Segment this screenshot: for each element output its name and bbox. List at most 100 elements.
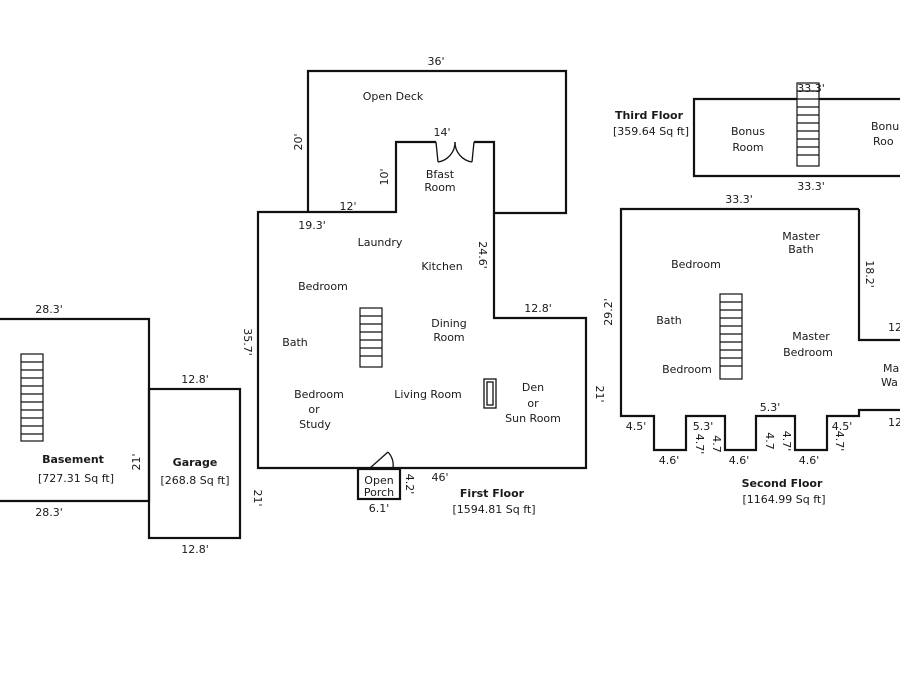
garage-bottom-dim: 12.8': [181, 543, 209, 556]
garage-floor: 12.8' 12.8' 21' Garage [268.8 Sq ft]: [147, 373, 264, 556]
second-bay2-side-right-dim: 4.7: [710, 435, 723, 453]
basement-right-dim: 21': [130, 453, 143, 470]
deck-left-dim: 20': [292, 133, 305, 150]
first-bottom-dim: 46': [431, 471, 448, 484]
first-floor-area: [1594.81 Sq ft]: [452, 503, 535, 516]
third-bottom-dim: 33.3': [797, 180, 825, 193]
room-bed-study-line3: Study: [299, 418, 331, 431]
basement-area: [727.31 Sq ft]: [38, 472, 114, 485]
bfast-top-dim: 14': [433, 126, 450, 139]
basement-stairs: [20, 353, 44, 442]
second-bay2-bottom-dim: 4.6': [729, 454, 750, 467]
second-floor-title: Second Floor: [742, 477, 823, 490]
bfast-left-dim: 10': [378, 168, 391, 185]
first-floor-title: First Floor: [460, 487, 525, 500]
second-bay4-top-dim: 4.5': [832, 420, 853, 433]
third-floor-area: [359.64 Sq ft]: [613, 125, 689, 138]
garage-title: Garage: [173, 456, 218, 469]
room-master-bed-line1: Master: [792, 330, 830, 343]
room-master-bath-line2: Bath: [788, 243, 814, 256]
open-deck-walls: [306, 69, 568, 215]
second-bay3-side-right-dim: 4.7': [780, 431, 793, 452]
room-dining-line1: Dining: [431, 317, 467, 330]
room-bonus-right-line2: Roo: [873, 135, 894, 148]
second-bay2-top-dim: 5.3': [693, 420, 714, 433]
open-porch-walls: [356, 467, 402, 501]
room-bedroom-first: Bedroom: [298, 280, 348, 293]
room-den-line3: Sun Room: [505, 412, 561, 425]
first-right-step-dim: 12.8': [524, 302, 552, 315]
first-floor-walls: [256, 140, 588, 470]
second-floor: 33.3' 29.2' 18.2' 12 12 5.3' 4.5' 4.6' 5…: [602, 193, 900, 506]
basement-title: Basement: [42, 453, 104, 466]
second-bay3-side-left-dim: 4.7: [763, 432, 776, 450]
third-floor: 33.3' 33.3' Third Floor [359.64 Sq ft] B…: [613, 82, 900, 193]
room-bonus-left-line2: Room: [732, 141, 763, 154]
first-top-left-dim: 19.3': [298, 219, 326, 232]
room-dining-line2: Room: [433, 331, 464, 344]
second-bay2-side-left-dim: 4.7': [693, 434, 706, 455]
deck-top-dim: 36': [427, 55, 444, 68]
room-bath-second: Bath: [656, 314, 682, 327]
basement-top-dim: 28.3': [35, 303, 63, 316]
garage-walls: [147, 387, 242, 540]
second-bay1-bottom-dim: 4.6': [659, 454, 680, 467]
garage-right-dim: 21': [251, 489, 264, 506]
first-right-upper-dim: 24.6': [476, 241, 489, 269]
second-mid-dim: 5.3': [760, 401, 781, 414]
second-bay4-side-dim: 4.7': [833, 431, 846, 452]
room-master-walk-line2: Wa: [881, 376, 898, 389]
second-bay3-bottom-dim: 4.6': [799, 454, 820, 467]
basement-bottom-dim: 28.3': [35, 506, 63, 519]
second-right-edge-upper-dim: 12: [888, 321, 900, 334]
second-right-edge-lower-dim: 12: [888, 416, 900, 429]
garage-area: [268.8 Sq ft]: [160, 474, 229, 487]
den-fixture-inner: [486, 381, 494, 406]
third-floor-title: Third Floor: [615, 109, 684, 122]
room-bonus-left-line1: Bonus: [731, 125, 765, 138]
first-floor: 36' 20' 14' 10' 12' 19.3' 24.6' 12.8' 35…: [241, 55, 606, 516]
room-bfast-line1: Bfast: [426, 168, 455, 181]
second-left-dim: 29.2': [602, 298, 615, 326]
room-bed-study-line1: Bedroom: [294, 388, 344, 401]
first-floor-stairs: [359, 307, 383, 368]
room-bedroom-second-top: Bedroom: [671, 258, 721, 271]
room-kitchen: Kitchen: [421, 260, 462, 273]
porch-right-dim: 4.2': [403, 474, 416, 495]
room-master-bed-line2: Bedroom: [783, 346, 833, 359]
deck-inner-bottom-dim: 12': [339, 200, 356, 213]
second-floor-area: [1164.99 Sq ft]: [742, 493, 825, 506]
room-open-deck: Open Deck: [363, 90, 424, 103]
room-bedroom-second-bottom: Bedroom: [662, 363, 712, 376]
room-den-line1: Den: [522, 381, 544, 394]
first-left-dim: 35.7': [241, 328, 254, 356]
second-floor-right-wall: [857, 209, 900, 342]
second-floor-stairs: [719, 293, 743, 380]
room-master-bath-line1: Master: [782, 230, 820, 243]
first-right-lower-dim: 21': [593, 385, 606, 402]
second-floor-walls: [619, 207, 900, 452]
room-porch-line2: Porch: [364, 486, 394, 499]
room-den-line2: or: [527, 397, 539, 410]
second-bay1-side-dim: 4.5': [626, 420, 647, 433]
bfast-french-door: [435, 141, 475, 163]
third-top-dim: 33.3': [797, 82, 825, 95]
garage-top-dim: 12.8': [181, 373, 209, 386]
third-floor-stairs: [796, 82, 820, 167]
second-top-dim: 33.3': [725, 193, 753, 206]
second-right-upper-dim: 18.2': [863, 260, 876, 288]
room-porch-line1: Open: [364, 474, 393, 487]
room-bed-study-line2: or: [308, 403, 320, 416]
room-bonus-right-line1: Bonu: [871, 120, 899, 133]
den-fixture: [483, 378, 497, 409]
room-bath-first: Bath: [282, 336, 308, 349]
porch-door-swing: [369, 451, 394, 469]
porch-bottom-dim: 6.1': [369, 502, 390, 515]
room-living-room: Living Room: [394, 388, 462, 401]
bfast-wall-right: [474, 140, 496, 213]
basement-floor: 28.3' 28.3' 21' Basement [727.31 Sq ft]: [0, 303, 151, 519]
room-bfast-line2: Room: [424, 181, 455, 194]
room-laundry: Laundry: [358, 236, 403, 249]
room-master-walk-line1: Ma: [883, 362, 899, 375]
